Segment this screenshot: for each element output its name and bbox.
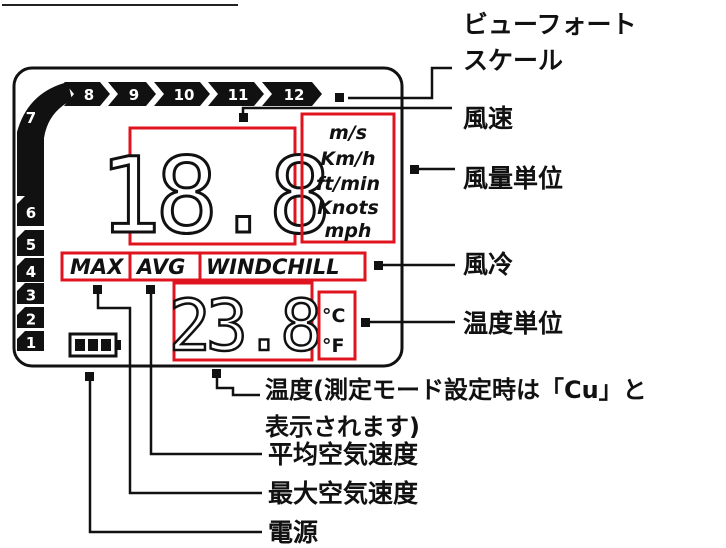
beaufort-label: 5: [26, 236, 36, 254]
label-max-wind-speed: 最大空気速度: [268, 479, 419, 508]
label-temperature-unit: 温度単位: [463, 309, 564, 338]
label-beaufort-scale-2: スケール: [463, 46, 564, 75]
label-temperature-2: 表示されます): [265, 413, 420, 441]
lcd-frame: [12, 66, 404, 368]
temperature-box: [172, 281, 314, 362]
callout-leaders: [85, 66, 455, 534]
label-wind-chill: 風冷: [463, 250, 514, 279]
label-average-wind-speed: 平均空気速度: [268, 440, 419, 469]
beaufort-label: 9: [129, 86, 139, 104]
beaufort-label: 12: [284, 86, 305, 104]
beaufort-label: 4: [26, 263, 36, 281]
wind-speed-reading: 18.8: [99, 135, 325, 257]
beaufort-segment: [17, 196, 44, 226]
beaufort-label: 7: [26, 109, 36, 127]
beaufort-segment: [108, 82, 156, 106]
beaufort-segment: [17, 82, 72, 196]
beaufort-segment: [17, 283, 44, 304]
beaufort-segment: [262, 82, 322, 106]
beaufort-label: 8: [84, 86, 94, 104]
label-power: 電源: [268, 518, 319, 547]
temperature-reading: 23.8: [169, 285, 318, 367]
wind-units-box: [300, 112, 396, 244]
beaufort-segment: [154, 82, 210, 106]
mode-windchill: WINDCHILL: [206, 255, 340, 279]
label-wind-unit: 風量単位: [463, 164, 564, 193]
wind-unit-label: Knots: [317, 197, 379, 219]
wind-speed-box: [128, 126, 297, 246]
battery-icon: [68, 332, 121, 358]
label-wind-speed: 風速: [463, 104, 514, 133]
wind-unit-label: mph: [325, 220, 372, 242]
wind-unit-label: ft/min: [316, 173, 380, 195]
beaufort-label: 10: [174, 86, 195, 104]
beaufort-segment: [64, 82, 110, 106]
temp-units-box: [317, 290, 357, 361]
mode-avg: AVG: [135, 255, 185, 279]
beaufort-segment: [17, 258, 44, 282]
beaufort-label: 1: [26, 334, 36, 352]
beaufort-indicator-dot: [335, 93, 344, 102]
wind-unit-label: Km/h: [321, 148, 376, 170]
beaufort-label: 2: [26, 311, 36, 329]
label-beaufort-scale-1: ビューフォート: [463, 10, 637, 39]
beaufort-label: 11: [228, 86, 249, 104]
label-temperature-1: 温度(測定モード設定時は「Cu」と: [265, 376, 647, 404]
mode-max: MAX: [70, 255, 125, 279]
beaufort-segment: [17, 331, 44, 351]
beaufort-segment: [17, 230, 44, 256]
temp-unit-f: °F: [322, 335, 344, 357]
wind-unit-label: m/s: [329, 122, 367, 144]
temp-unit-c: °C: [322, 305, 345, 327]
beaufort-segment: [208, 82, 264, 106]
beaufort-label: 3: [26, 287, 36, 305]
beaufort-label: 6: [26, 204, 36, 222]
top-rule: [2, 4, 238, 6]
modes-box: [60, 251, 367, 282]
beaufort-segment: [17, 307, 44, 328]
